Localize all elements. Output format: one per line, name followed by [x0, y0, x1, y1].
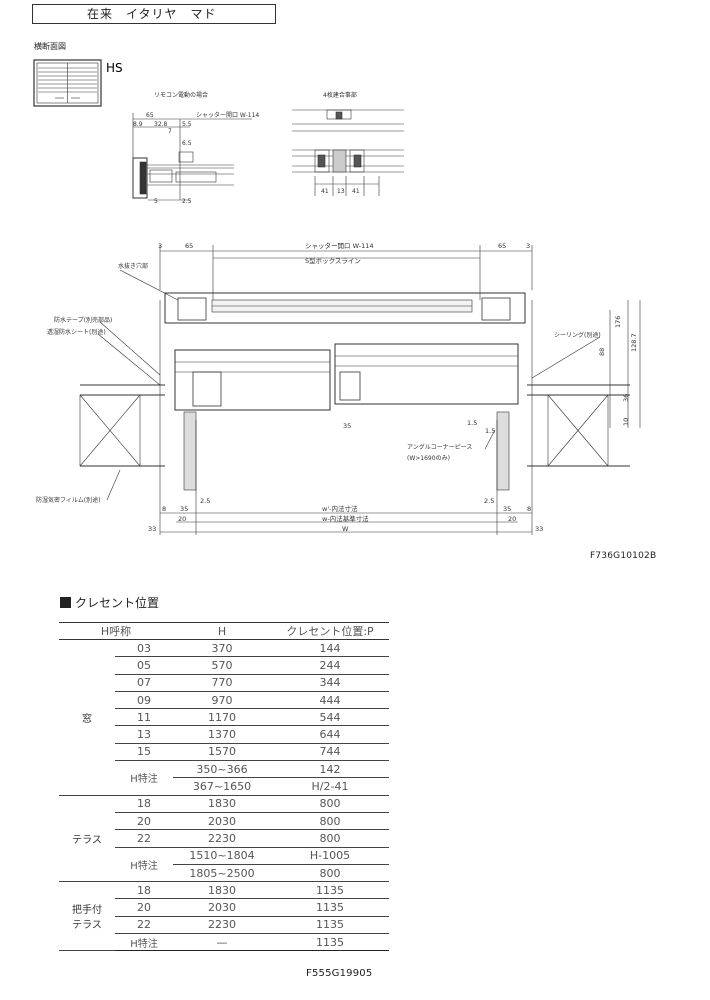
- svg-text:1.5: 1.5: [485, 427, 495, 435]
- hs-label: HS: [106, 61, 123, 75]
- svg-text:20: 20: [508, 515, 516, 523]
- detail-four-panel-joint: 4枚建合事部 41 13 41: [292, 91, 404, 196]
- table-code: F555G19905: [306, 968, 373, 979]
- svg-text:7: 7: [168, 128, 172, 135]
- drawing-code: F736G10102B: [590, 551, 657, 561]
- svg-text:33: 33: [535, 525, 543, 533]
- svg-text:8: 8: [162, 505, 166, 513]
- table-row: H特注 —1135: [59, 933, 389, 952]
- svg-text:32.8: 32.8: [154, 121, 168, 128]
- special-order-label: H特注: [115, 760, 173, 796]
- svg-text:36: 36: [622, 394, 630, 402]
- label-drain-hole: 水抜き穴部: [118, 262, 148, 270]
- group-label: テラス: [59, 795, 115, 883]
- group-label: 把手付 テラス: [59, 881, 115, 952]
- header-crescent: クレセント位置:P: [271, 622, 389, 640]
- svg-text:65: 65: [146, 112, 154, 119]
- svg-text:65: 65: [185, 242, 193, 250]
- svg-text:41: 41: [352, 188, 360, 195]
- svg-text:w'-内法寸法: w'-内法寸法: [322, 504, 358, 513]
- svg-text:S型ボックスライン: S型ボックスライン: [305, 256, 361, 265]
- detail-left-title: リモコン電動の場合: [154, 91, 208, 99]
- document-title: 在来 イタリヤ マド: [32, 4, 276, 24]
- label-airtight-film: 防湿気密フィルム(別途): [36, 496, 100, 504]
- svg-text:5: 5: [154, 198, 158, 205]
- svg-text:5.5: 5.5: [182, 121, 192, 128]
- svg-text:33: 33: [148, 525, 156, 533]
- special-order-label: H特注: [115, 933, 173, 952]
- svg-text:35: 35: [503, 505, 511, 513]
- svg-text:35: 35: [180, 505, 188, 513]
- svg-text:6.5: 6.5: [182, 140, 192, 147]
- svg-text:88: 88: [598, 348, 606, 356]
- cross-section-drawing: HS リモコン電動の場合 65 8.9 32.8 5.5 7 6.5 5 2.5…: [33, 59, 641, 535]
- main-cross-section: 3 65 65 3 シャッター開口 W-114 S型ボックスライン: [36, 241, 641, 535]
- svg-text:2.5: 2.5: [484, 497, 494, 505]
- group-label: 窓: [59, 639, 115, 796]
- svg-text:3: 3: [526, 242, 530, 250]
- svg-text:W: W: [342, 525, 349, 533]
- svg-text:65: 65: [498, 242, 506, 250]
- label-breathable-sheet: 透湿防水シート(別途): [47, 328, 106, 336]
- svg-text:128.7: 128.7: [630, 333, 638, 352]
- black-square-icon: [60, 597, 71, 608]
- svg-text:2.5: 2.5: [182, 198, 192, 205]
- label-waterproof-tape: 防水テープ(別売部品): [54, 316, 112, 324]
- special-order-label: H特注: [115, 847, 173, 883]
- table-title: クレセント位置: [60, 594, 159, 611]
- label-angle-corner-note: (W>1690のみ): [407, 455, 450, 462]
- svg-text:176: 176: [614, 316, 622, 328]
- shutter-elevation-icon: [33, 59, 102, 107]
- svg-text:w-内法基準寸法: w-内法基準寸法: [322, 514, 369, 523]
- svg-text:8.9: 8.9: [133, 121, 143, 128]
- svg-text:1.5: 1.5: [467, 419, 477, 427]
- svg-text:シャッター開口 W-114: シャッター開口 W-114: [305, 241, 373, 250]
- header-h-code: H呼称: [59, 622, 173, 640]
- svg-text:41: 41: [321, 188, 329, 195]
- detail-right-title: 4枚建合事部: [323, 91, 357, 99]
- svg-text:13: 13: [337, 188, 345, 195]
- svg-text:35: 35: [343, 422, 351, 430]
- label-sealing: シーリング(別途): [554, 331, 601, 339]
- svg-text:10: 10: [622, 418, 630, 426]
- svg-text:20: 20: [178, 515, 186, 523]
- table-row: 窓 03 370 144: [59, 639, 389, 796]
- svg-text:8: 8: [527, 505, 531, 513]
- label-angle-corner: アングルコーナーピース: [407, 443, 472, 451]
- section-label: 横断面図: [34, 42, 66, 51]
- table-header-row: H呼称 H クレセント位置:P: [59, 622, 389, 640]
- detail-remote-control: リモコン電動の場合 65 8.9 32.8 5.5 7 6.5 5 2.5 シャ…: [132, 91, 259, 205]
- header-h: H: [173, 622, 271, 640]
- svg-text:シャッター開口 W-114: シャッター開口 W-114: [196, 111, 259, 119]
- svg-text:2.5: 2.5: [200, 497, 210, 505]
